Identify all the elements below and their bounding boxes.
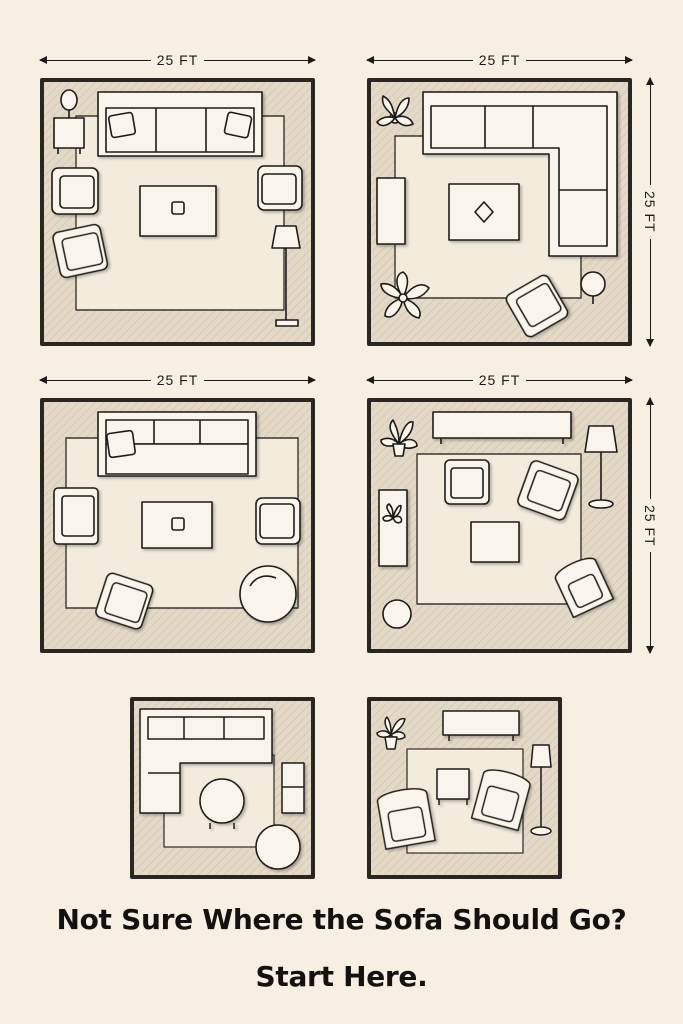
armchair [255,497,301,545]
floor-lamp [271,225,301,327]
potted-plant [376,95,414,127]
floor-plan-3 [40,398,315,653]
coffee-table [448,183,520,241]
coffee-table [436,768,470,805]
round-ottoman [255,824,301,870]
armchair [376,788,436,850]
armchair [505,274,569,338]
media-console [432,411,572,444]
plan1-width-dimension: 25 FT [39,52,316,68]
headline-line-2: Start Here. [255,960,428,993]
coffee-table [139,185,217,237]
armchair [554,557,615,619]
side-table [580,271,606,304]
plan2-height-dimension: 25 FT [640,76,660,348]
plan3-width-dimension: 25 FT [39,372,316,388]
bookshelf [378,489,408,567]
plan4-width-dimension: 25 FT [366,372,633,388]
coffee-table [141,501,213,549]
armchair [51,167,99,215]
console-table [376,177,406,245]
headline-line-1: Not Sure Where the Sofa Should Go? [56,903,627,936]
sofa [97,91,263,157]
floor-lamp [530,744,552,836]
potted-plant [380,271,430,319]
side-table-lamp [53,89,85,154]
potted-plant [380,419,418,457]
plan2-width-dimension: 25 FT [366,52,633,68]
armchair [444,459,490,505]
coffee-table [470,521,520,563]
side-chair [281,762,305,814]
potted-plant [376,716,406,750]
sectional-sofa [422,91,618,257]
side-table [382,599,412,629]
round-ottoman [239,565,297,623]
armchair [517,460,579,521]
sofa [97,411,257,477]
armchair [257,165,303,211]
armchair [95,572,154,630]
floor-lamp [584,425,618,509]
sectional-sofa [139,708,273,814]
floor-plan-4 [367,398,632,653]
floor-plan-1 [40,78,315,346]
media-console [442,710,520,741]
round-coffee-table [199,778,245,829]
floor-plan-5 [130,697,315,879]
armchair [53,487,99,545]
plan4-height-dimension: 25 FT [640,397,660,654]
armchair [470,769,531,832]
armchair [52,223,109,279]
floor-plan-6 [367,697,562,879]
floor-plan-2 [367,78,632,346]
